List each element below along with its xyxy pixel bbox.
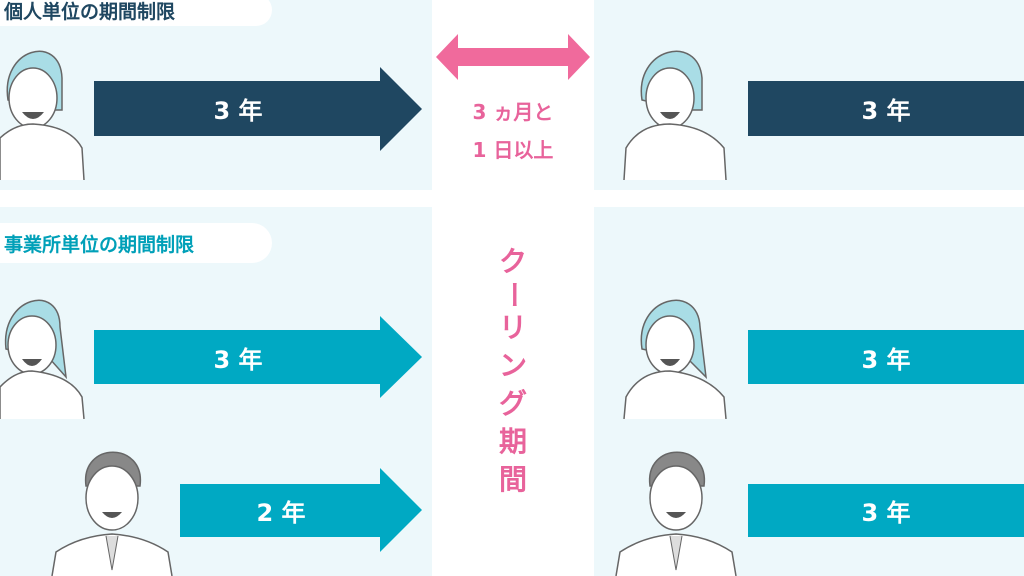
office-limit-label: 事業所単位の期間制限: [0, 223, 272, 263]
man-avatar-icon: [51, 451, 173, 576]
man-avatar-icon: [615, 451, 737, 576]
office-after-duration-2: 3 年: [748, 484, 1024, 537]
woman-avatar-icon: [0, 50, 85, 180]
office-before-arrow-2: 2 年: [180, 468, 424, 552]
woman-avatar-icon: [623, 299, 727, 419]
cooling-duration-line1: 3 ヵ月と: [472, 100, 554, 124]
title-char: 間: [498, 463, 527, 496]
title-char: グ: [498, 387, 527, 420]
individual-after-duration: 3 年: [748, 81, 1024, 136]
office-before-duration-2: 2 年: [180, 484, 382, 537]
individual-before-duration: 3 年: [94, 81, 382, 136]
woman-avatar-icon: [0, 299, 85, 419]
cooling-period-title: ク ー リ ン グ 期 間: [488, 243, 538, 499]
individual-limit-label: 個人単位の期間制限: [0, 0, 272, 26]
cooling-duration-line2: 1 日以上: [472, 138, 554, 162]
title-char: 期: [498, 425, 527, 458]
individual-before-arrow: 3 年: [94, 67, 424, 151]
title-char: ー: [497, 281, 530, 309]
woman-avatar-icon: [623, 50, 727, 180]
office-before-arrow-1: 3 年: [94, 316, 424, 398]
title-char: ク: [498, 245, 527, 278]
office-after-duration-1: 3 年: [748, 330, 1024, 384]
double-arrow-icon: [436, 34, 590, 80]
office-before-duration-1: 3 年: [94, 330, 382, 384]
title-char: ン: [498, 349, 527, 382]
title-char: リ: [498, 311, 527, 344]
